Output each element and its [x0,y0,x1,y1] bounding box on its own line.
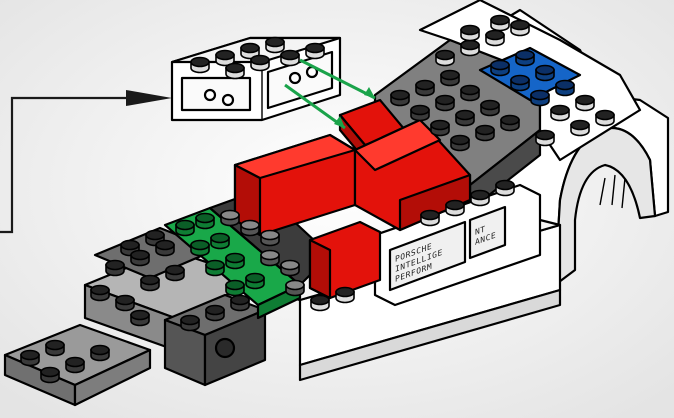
stud [41,368,59,383]
stud [486,31,504,46]
stud [501,116,519,131]
stud [131,251,149,266]
stud [446,201,464,216]
stud [241,221,259,236]
stud [411,106,429,121]
stud [476,126,494,141]
stud [576,96,594,111]
stud [311,296,329,311]
stud [226,64,244,79]
stud [261,251,279,266]
stud [461,26,479,41]
stud [456,111,474,126]
stud [131,311,149,326]
stud [181,316,199,331]
stud [431,121,449,136]
stud [421,211,439,226]
stud [436,51,454,66]
stud [436,96,454,111]
stud [206,261,224,276]
stud [226,281,244,296]
stud [491,16,509,31]
stud [91,346,109,361]
stud [141,276,159,291]
stud [176,221,194,236]
stud [531,91,549,106]
stud [156,241,174,256]
stud [211,234,229,249]
stud [496,181,514,196]
stud [441,71,459,86]
stud [281,261,299,276]
stud [511,21,529,36]
stud [191,58,209,73]
stud [91,286,109,301]
stud [516,51,534,66]
stud [106,261,124,276]
stud [461,86,479,101]
stud [481,101,499,116]
stud [536,131,554,146]
stud [471,191,489,206]
stud [286,281,304,296]
stud [261,231,279,246]
stud [491,61,509,76]
stud [166,266,184,281]
stud [46,341,64,356]
stud [251,56,269,71]
stud [451,136,469,151]
stud [196,214,214,229]
stud [246,274,264,289]
stud [66,358,84,373]
stud [231,296,249,311]
stud [221,211,239,226]
stud [306,44,324,59]
stud [551,106,569,121]
stud [391,91,409,106]
stud [461,41,479,56]
stud [596,111,614,126]
stud [536,66,554,81]
stud [266,38,284,53]
stud [21,351,39,366]
stud [116,296,134,311]
stud [281,51,299,66]
stud [226,254,244,269]
stud [336,288,354,303]
stud [191,241,209,256]
stud [571,121,589,136]
stud [206,306,224,321]
stud [416,81,434,96]
stud [556,81,574,96]
stud [511,76,529,91]
